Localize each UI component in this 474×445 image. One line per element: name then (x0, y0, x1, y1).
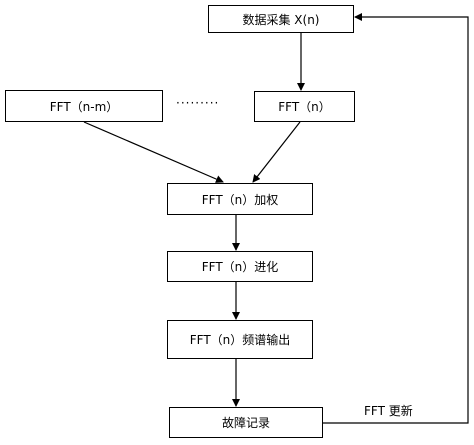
box-fft-evolution-label: FFT（n）进化 (201, 260, 279, 274)
arrow-fft-n-to-weighted (252, 121, 301, 183)
box-fft-n-label: FFT（n） (278, 100, 331, 114)
box-fft-weighted-label: FFT（n）加权 (201, 192, 279, 207)
feedback-loop-label: FFT 更新 (364, 404, 413, 418)
box-fft-n: FFT（n） (254, 91, 355, 122)
box-fault-record: 故障记录 (169, 407, 323, 438)
box-fft-evolution: FFT（n）进化 (167, 251, 313, 282)
arrow-fft-nm-to-weighted (83, 121, 224, 183)
box-fft-spectrum-output-label: FFT（n）频谱输出 (189, 333, 291, 347)
box-data-acquisition: 数据采集 X(n) (208, 5, 354, 33)
box-fft-spectrum-output: FFT（n）频谱输出 (167, 320, 313, 359)
box-fft-n-minus-m: FFT（n-m） (5, 90, 163, 122)
box-data-acquisition-label: 数据采集 X(n) (242, 12, 320, 27)
box-fault-record-label: 故障记录 (221, 416, 270, 430)
arrow-feedback-loop (323, 13, 469, 424)
ellipsis-separator: ········· (176, 96, 220, 110)
box-fft-n-minus-m-label: FFT（n-m） (49, 99, 119, 114)
box-fft-weighted: FFT（n）加权 (167, 183, 313, 215)
